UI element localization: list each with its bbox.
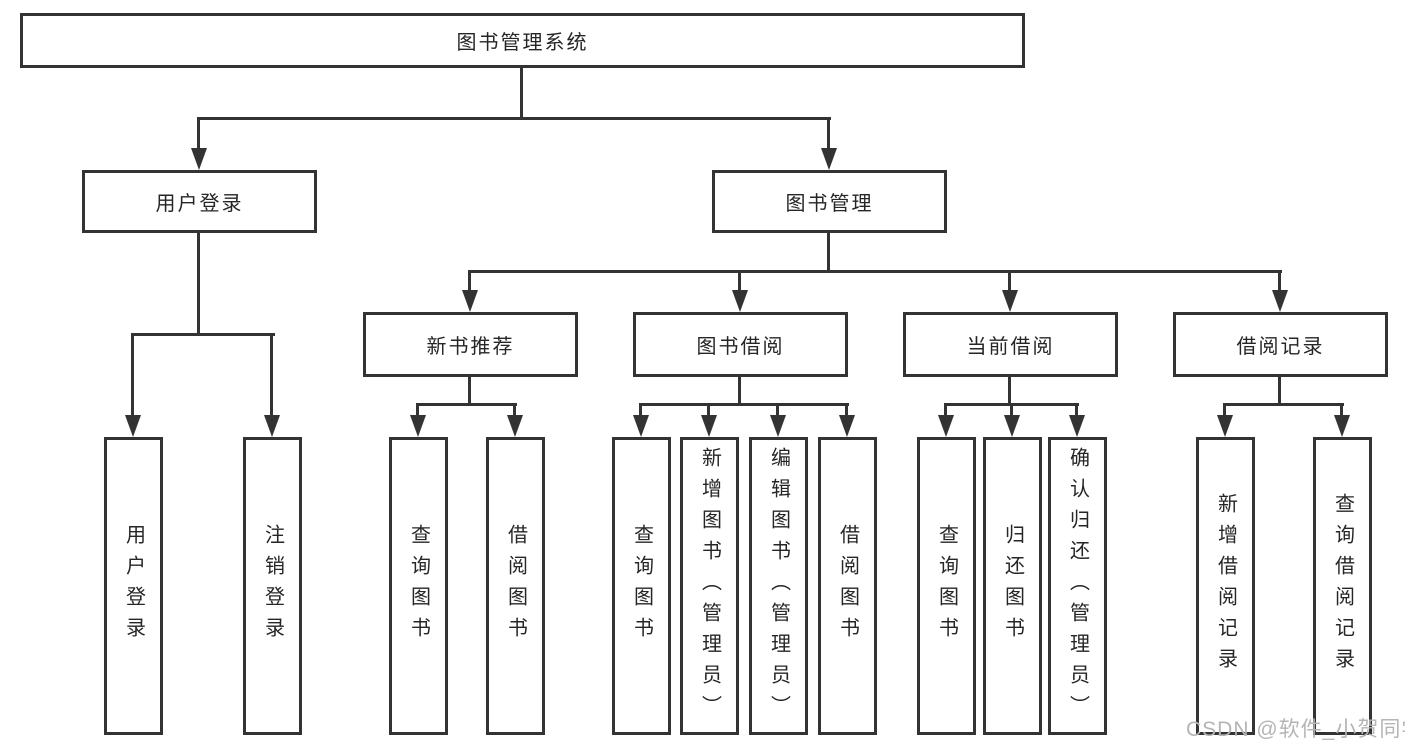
connector-line [1340, 403, 1343, 417]
connector-line [1010, 403, 1013, 417]
connector-line [776, 403, 779, 417]
connector-line [468, 270, 471, 294]
arrowhead-down [839, 415, 855, 437]
arrowhead-down [507, 415, 523, 437]
node-label: 确认归还（管理员） [1066, 446, 1089, 726]
leaf-logout: 注销登录 [243, 437, 302, 735]
node-new-book-recommendation: 新书推荐 [363, 312, 578, 377]
node-label: 查询借阅记录 [1331, 493, 1354, 679]
arrowhead-down [125, 415, 141, 437]
connector-line [270, 333, 273, 417]
connector-line [827, 117, 830, 151]
connector-line [1008, 270, 1011, 294]
node-label: 注销登录 [261, 524, 284, 648]
node-label: 查询图书 [935, 524, 958, 648]
connector-line [416, 403, 419, 417]
connector-line [944, 403, 947, 417]
node-label: 新书推荐 [426, 336, 515, 358]
node-label: 编辑图书（管理员） [767, 446, 790, 726]
arrowhead-down [732, 290, 748, 312]
root-node-library-management-system: 图书管理系统 [20, 13, 1025, 68]
connector-line [468, 270, 1282, 273]
node-label: 图书管理 [785, 193, 874, 215]
connector-line [131, 333, 275, 336]
connector-line [639, 403, 849, 406]
leaf-return-books: 归还图书 [983, 437, 1042, 735]
leaf-query-books-recommend: 查询图书 [389, 437, 448, 735]
connector-line [1278, 377, 1281, 405]
node-borrowing-records: 借阅记录 [1173, 312, 1388, 377]
connector-line [1223, 403, 1344, 406]
connector-line [1008, 377, 1011, 405]
node-label: 新增图书（管理员） [698, 446, 721, 726]
node-label: 新增借阅记录 [1214, 493, 1237, 679]
leaf-borrow-books-borrowing: 借阅图书 [818, 437, 877, 735]
arrowhead-down [938, 415, 954, 437]
node-book-borrowing: 图书借阅 [633, 312, 848, 377]
connector-line [738, 270, 741, 294]
leaf-query-books-current: 查询图书 [917, 437, 976, 735]
arrowhead-down [462, 290, 478, 312]
node-label: 查询图书 [407, 524, 430, 648]
node-label: 用户登录 [122, 524, 145, 648]
arrowhead-down [191, 148, 207, 170]
csdn-watermark: CSDN @软件_小贺同学 [1186, 718, 1405, 741]
node-label: 用户登录 [155, 193, 244, 215]
leaf-query-borrow-record: 查询借阅记录 [1313, 437, 1372, 735]
node-label: 图书借阅 [696, 336, 785, 358]
node-label: 图书管理系统 [456, 32, 589, 54]
arrowhead-down [264, 415, 280, 437]
connector-line [639, 403, 642, 417]
node-label: 查询图书 [630, 524, 653, 648]
connector-line [513, 403, 516, 417]
connector-line [845, 403, 848, 417]
arrowhead-down [1272, 290, 1288, 312]
node-label: 借阅记录 [1236, 336, 1325, 358]
node-label: 当前借阅 [966, 336, 1055, 358]
connector-line [1075, 403, 1078, 417]
connector-line [707, 403, 710, 417]
connector-line [197, 117, 831, 120]
arrowhead-down [1002, 290, 1018, 312]
node-book-management: 图书管理 [712, 170, 947, 233]
node-label: 借阅图书 [836, 524, 859, 648]
leaf-edit-book-admin: 编辑图书（管理员） [749, 437, 808, 735]
arrowhead-down [410, 415, 426, 437]
leaf-confirm-return-admin: 确认归还（管理员） [1048, 437, 1107, 735]
connector-line [197, 117, 200, 151]
node-user-login: 用户登录 [82, 170, 317, 233]
connector-line [197, 233, 200, 335]
connector-line [416, 403, 517, 406]
leaf-add-book-admin: 新增图书（管理员） [680, 437, 739, 735]
connector-line [827, 233, 830, 272]
connector-line [738, 377, 741, 405]
connector-line [520, 68, 523, 118]
leaf-borrow-books-recommend: 借阅图书 [486, 437, 545, 735]
leaf-query-books-borrowing: 查询图书 [612, 437, 671, 735]
node-label: 归还图书 [1001, 524, 1024, 648]
node-current-borrowing: 当前借阅 [903, 312, 1118, 377]
connector-line [1278, 270, 1281, 294]
arrowhead-down [1069, 415, 1085, 437]
connector-line [1223, 403, 1226, 417]
connector-line [131, 333, 134, 417]
connector-line [468, 377, 471, 405]
arrowhead-down [1004, 415, 1020, 437]
node-label: 借阅图书 [504, 524, 527, 648]
arrowhead-down [770, 415, 786, 437]
arrowhead-down [1217, 415, 1233, 437]
arrowhead-down [1334, 415, 1350, 437]
arrowhead-down [633, 415, 649, 437]
arrowhead-down [701, 415, 717, 437]
leaf-add-borrow-record: 新增借阅记录 [1196, 437, 1255, 735]
arrowhead-down [821, 148, 837, 170]
leaf-user-login: 用户登录 [104, 437, 163, 735]
